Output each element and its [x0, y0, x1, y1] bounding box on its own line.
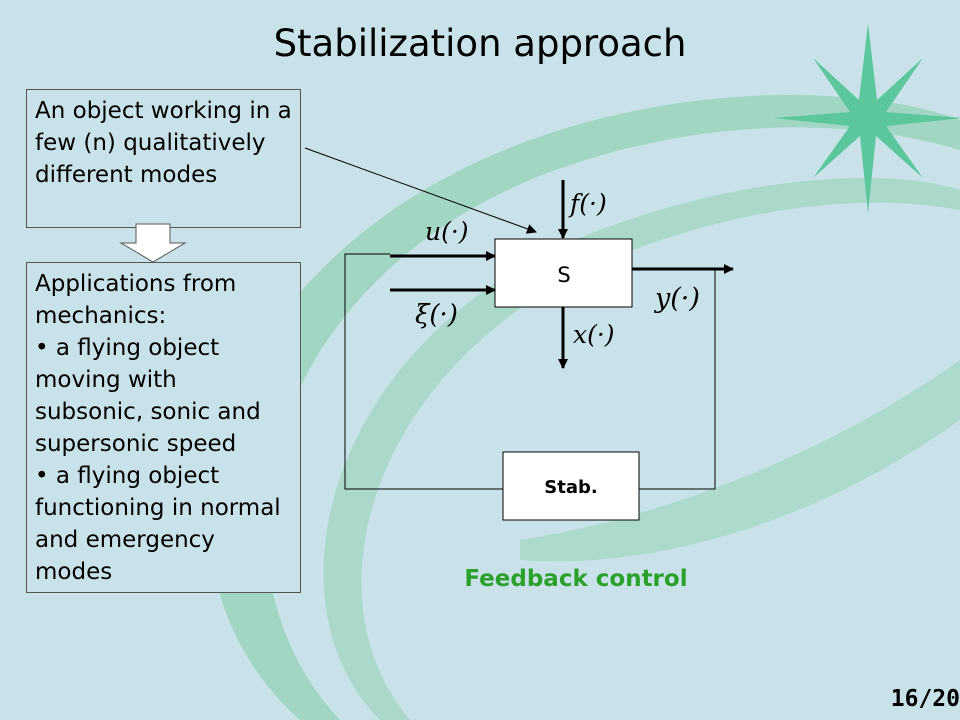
star-decoration: [773, 23, 960, 213]
stabilizer-block: [502, 451, 640, 521]
application-item-speed: • a flying object moving with subsonic, …: [35, 335, 261, 457]
xi-label: ξ(·): [415, 300, 458, 330]
stabilizer-label: Stab.: [544, 477, 597, 498]
f-label: f(·): [568, 189, 607, 218]
slide-title: Stabilization approach: [273, 22, 687, 65]
applications-box: Applications from mechanics: • a flying …: [26, 262, 301, 593]
u-label: u(·): [425, 217, 469, 246]
down-arrow-icon: [119, 223, 187, 263]
applications-heading: Applications from mechanics:: [35, 271, 237, 329]
object-modes-box: An object working in a few (n) qualitati…: [26, 89, 301, 228]
system-block: [494, 238, 633, 308]
x-label: x(·): [573, 320, 615, 349]
y-label: y(·): [654, 283, 700, 314]
system-label: S: [557, 263, 570, 287]
feedback-loop-right: [639, 269, 716, 490]
feedback-control-caption: Feedback control: [464, 566, 688, 592]
link-arrow: [304, 147, 537, 234]
feedback-loop-left: [344, 253, 503, 490]
application-item-emergency: • a flying object functioning in normal …: [35, 463, 281, 585]
page-number: 16/20: [890, 686, 960, 712]
